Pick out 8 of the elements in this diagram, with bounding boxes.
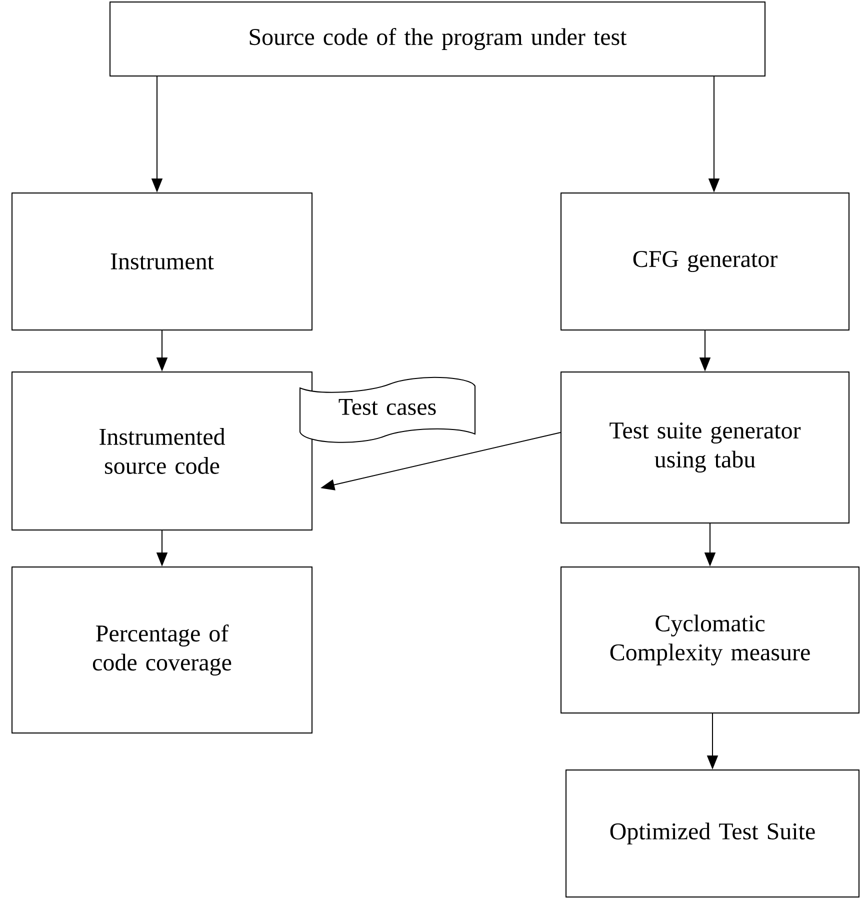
process-box: Cyclomatic Complexity measure — [560, 566, 860, 714]
process-box: Percentage of code coverage — [12, 566, 312, 734]
process-box: CFG generator — [560, 192, 850, 330]
process-box: Source code of the program under test — [110, 2, 766, 76]
process-box: Test suite generator using tabu — [560, 372, 850, 524]
process-box: Instrument — [12, 192, 312, 330]
process-box: Optimized Test Suite — [566, 770, 860, 898]
process-box: Instrumented source code — [12, 372, 312, 530]
